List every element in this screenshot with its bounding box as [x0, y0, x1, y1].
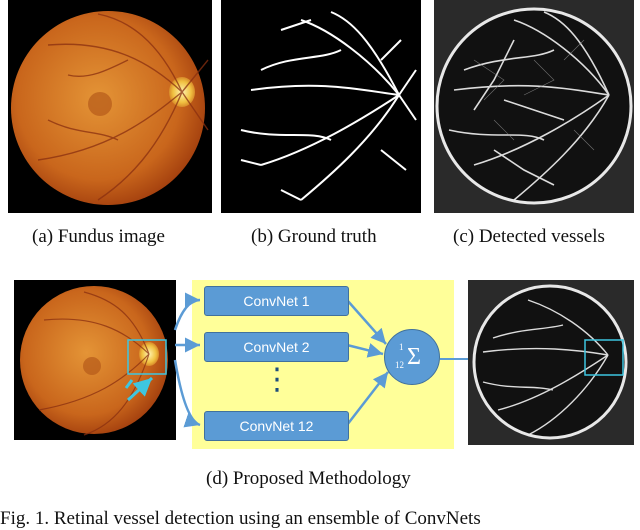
- output-vessels-map: [472, 284, 628, 440]
- detected-vessels-panel: [434, 0, 634, 213]
- output-vessels-panel: [468, 280, 634, 445]
- ground-truth-vessel-map: [240, 11, 417, 201]
- convnet-box-12: ConvNet 12: [204, 411, 349, 441]
- summation-symbol: Σ: [407, 344, 421, 370]
- ground-truth-panel: [221, 0, 421, 213]
- caption-proposed-methodology: (d) Proposed Methodology: [206, 468, 411, 489]
- patch-highlight-box: [127, 339, 167, 375]
- output-patch-highlight: [584, 339, 624, 376]
- fundus-image: [11, 11, 209, 205]
- convnet-box-1: ConvNet 1: [204, 286, 349, 316]
- average-numerator: 1: [399, 342, 404, 352]
- figure-caption: Fig. 1. Retinal vessel detection using a…: [0, 508, 481, 529]
- input-fundus-panel: [14, 280, 176, 440]
- caption-detected-vessels: (c) Detected vessels: [453, 226, 605, 247]
- input-fundus-image: [20, 286, 168, 436]
- convnet-ellipsis: ⋮: [262, 362, 292, 397]
- caption-fundus-image: (a) Fundus image: [32, 226, 165, 247]
- detected-vessels-map: [435, 7, 633, 205]
- average-denominator: 12: [395, 360, 404, 370]
- convnet-box-2: ConvNet 2: [204, 332, 349, 362]
- ensemble-average-node: 1 12 Σ: [384, 329, 440, 385]
- fundus-image-panel: [8, 0, 212, 213]
- caption-ground-truth: (b) Ground truth: [251, 226, 377, 247]
